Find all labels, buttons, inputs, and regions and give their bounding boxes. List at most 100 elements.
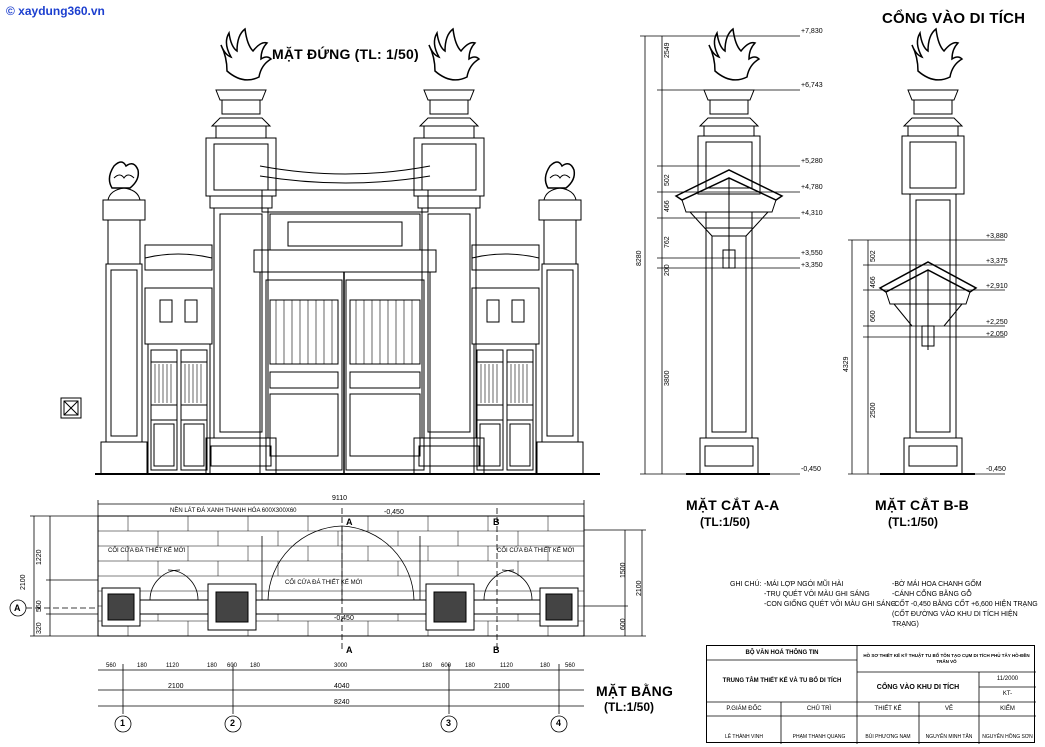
- tb-name-4: NGUYỄN MINH TÂN: [925, 733, 973, 740]
- note-2-3: -CỐT -0,450 BẰNG CỐT +6,600 HIỆN TRẠNG: [892, 601, 1038, 608]
- side-gate-right: [471, 244, 540, 475]
- elevation-title: MẶT ĐỨNG (TL: 1/50): [272, 46, 419, 62]
- plan-bottom-dim-5: 600: [227, 663, 238, 669]
- section-mark-b-bottom: B: [493, 645, 500, 655]
- plan-bottom-dim-11: 1120: [500, 663, 513, 669]
- title-block: BỘ VĂN HOÁ THÔNG TIN TRUNG TÂM THIẾT KẾ …: [706, 645, 1036, 744]
- bb-level-3: +2,910: [986, 283, 1008, 290]
- plan-bottom-dim-10: 180: [465, 663, 476, 669]
- section-bb-drawing: [878, 27, 978, 475]
- central-gate: [253, 165, 437, 475]
- plan-bottom-dim-13: 560: [565, 663, 576, 669]
- plan-bottom-dim-9: 600: [441, 663, 452, 669]
- bb-level-2: +3,375: [986, 258, 1008, 265]
- plan-bottom-dim-2-3: 2100: [494, 683, 510, 690]
- tb-code: KT-: [1002, 691, 1013, 697]
- aa-level-6: +3,550: [801, 250, 823, 257]
- pillar-left-outer: [100, 161, 148, 475]
- plan-drawing: [97, 508, 585, 650]
- section-bb-dimension-lines: [848, 239, 1005, 475]
- tb-role-5: KIỂM: [1000, 705, 1015, 712]
- aa-dim-1: 2549: [664, 42, 671, 58]
- aa-level-1: +7,830: [801, 28, 823, 35]
- aa-dim-3: 466: [664, 200, 671, 212]
- tb-role-1: P.GIÁM ĐỐC: [726, 705, 762, 712]
- side-gate-left: [144, 244, 213, 475]
- section-bb-title: MẶT CẮT B-B: [875, 497, 969, 513]
- axis-a-label: A: [14, 603, 21, 613]
- aa-level-7: +3,350: [801, 262, 823, 269]
- axis-2-label: 2: [230, 718, 236, 728]
- aa-dim-5: 200: [664, 264, 671, 276]
- note-2-4: (CỐT ĐƯỜNG VÀO KHU DI TÍCH HIỆN TRẠNG): [892, 611, 1018, 628]
- plan-level-top: -0,450: [384, 509, 404, 516]
- sheet-title: CỔNG VÀO DI TÍCH: [882, 10, 1026, 27]
- section-mark-a-top: A: [346, 517, 353, 527]
- plan-left-dim-3: 560: [36, 600, 43, 612]
- plan-left-dim-2: 2100: [20, 574, 27, 590]
- aa-dim-6: 3800: [664, 370, 671, 386]
- section-aa-scale: (TL:1/50): [700, 515, 751, 529]
- aa-level-3: +5,280: [801, 158, 823, 165]
- plan-dim-top: 9110: [332, 495, 348, 502]
- title-block-grid: [707, 646, 1036, 744]
- tb-role-4: VẼ: [944, 705, 953, 712]
- note-1-2: -TRỤ QUÉT VÔI MÀU GHI SÁNG: [764, 591, 870, 598]
- plan-right-dim-1: 1500: [620, 562, 627, 578]
- plan-bottom-dim-12: 180: [540, 663, 551, 669]
- plan-title: MẶT BẰNG: [596, 683, 674, 699]
- section-mark-a-bottom: A: [346, 645, 353, 655]
- section-mark-b-top: B: [493, 517, 500, 527]
- plan-right-dim-3: 600: [620, 618, 627, 630]
- tb-name-5: NGUYỄN HỒNG SƠN: [982, 733, 1033, 740]
- bb-dim-1: 502: [870, 250, 877, 262]
- plan-bottom-dim-4: 180: [207, 663, 218, 669]
- plan-bottom-dim-8: 180: [422, 663, 433, 669]
- pillar-left-main: [205, 27, 277, 475]
- aa-dim-4: 762: [664, 236, 671, 248]
- tb-name-1: LÊ THÀNH VINH: [725, 733, 763, 740]
- plan-right-dim-2: 2100: [636, 580, 643, 596]
- plan-dimension-lines: [9, 500, 646, 733]
- plan-bottom-dim-3: 8240: [334, 699, 350, 706]
- plan-bottom-dim-2-1: 2100: [168, 683, 184, 690]
- plan-bottom-dim-3: 1120: [166, 663, 179, 669]
- aa-level-5: +4,310: [801, 210, 823, 217]
- tb-drawing: CỔNG VÀO KHU DI TÍCH: [876, 683, 960, 691]
- note-2-2: -CÁNH CỔNG BẰNG GỖ: [892, 591, 972, 598]
- tb-ministry: BỘ VĂN HOÁ THÔNG TIN: [745, 649, 819, 656]
- plan-scale: (TL:1/50): [604, 700, 655, 714]
- plan-door-note-center: CỐI CỬA ĐÁ THIẾT KẾ MỚI: [285, 580, 363, 586]
- aa-level-4: +4,780: [801, 184, 823, 191]
- note-1-1: -MÁI LỢP NGÓI MŨI HÀI: [764, 581, 844, 588]
- notes-col2: -BỜ MÁI HOA CHANH GỐM -CÁNH CỔNG BẰNG GỖ…: [892, 580, 1045, 630]
- axis-3-label: 3: [446, 718, 452, 728]
- aa-dim-total: 8280: [636, 250, 643, 266]
- bb-level-1: +3,880: [986, 233, 1008, 240]
- tb-name-2: PHẠM THANH QUANG: [792, 733, 846, 740]
- aa-dim-2: 502: [664, 174, 671, 186]
- plan-floor-note: NỀN LÁT ĐÁ XANH THANH HÓA 600X300X60: [170, 508, 297, 514]
- pillar-right-outer: [536, 161, 584, 475]
- plan-door-note-right: CỐI CỬA ĐÁ THIẾT KẾ MỚI: [497, 548, 575, 554]
- bb-dim-4: 2500: [870, 402, 877, 418]
- notes-col1: -MÁI LỢP NGÓI MŨI HÀI -TRỤ QUÉT VÔI MÀU …: [764, 580, 896, 610]
- bb-level-6: -0,450: [986, 466, 1006, 473]
- plan-bottom-dim-6: 180: [250, 663, 261, 669]
- aa-level-8: -0,450: [801, 466, 821, 473]
- plan-door-note-left: CỐI CỬA ĐÁ THIẾT KẾ MỚI: [108, 548, 186, 554]
- note-2-1: -BỜ MÁI HOA CHANH GỐM: [892, 581, 982, 588]
- aa-level-2: +6,743: [801, 82, 823, 89]
- bb-dim-2: 466: [870, 276, 877, 288]
- bb-dim-total: 4329: [843, 356, 850, 372]
- bb-level-5: +2,050: [986, 331, 1008, 338]
- note-1-3: -CON GIỐNG QUÉT VÔI MÀU GHI SÁNG: [764, 601, 897, 608]
- wall-ornament: [60, 397, 82, 419]
- tb-project: HỒ SƠ THIẾT KẾ KỸ THUẬT TU BỔ TÔN TẠO CỤ…: [863, 653, 1030, 664]
- plan-left-dim-1: 1220: [36, 549, 43, 565]
- axis-4-label: 4: [556, 718, 562, 728]
- section-aa-title: MẶT CẮT A-A: [686, 497, 780, 513]
- plan-left-dim-4: 320: [36, 622, 43, 634]
